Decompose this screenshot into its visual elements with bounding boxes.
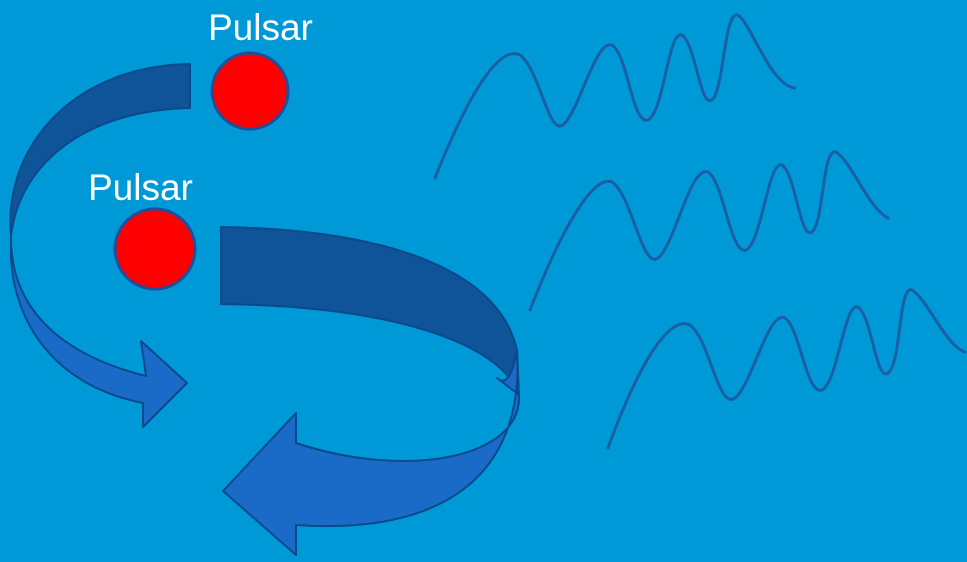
gravitational-waves: [433, 13, 967, 450]
orbit-arrow-small-front-band: [9, 235, 188, 428]
gravitational-wave-1: [433, 13, 797, 180]
pulsar-top: [210, 51, 290, 131]
orbit-arrow-large-front-band: [222, 349, 521, 556]
gravitational-wave-3: [606, 288, 967, 450]
orbit-arrow-large: [220, 226, 521, 556]
pulsar-label-bottom: Pulsar: [88, 167, 193, 208]
orbit-arrow-small: [9, 63, 191, 428]
pulsar-label-top: Pulsar: [208, 7, 313, 48]
gravitational-wave-2: [528, 150, 890, 312]
pulsar-bottom: [113, 207, 197, 291]
